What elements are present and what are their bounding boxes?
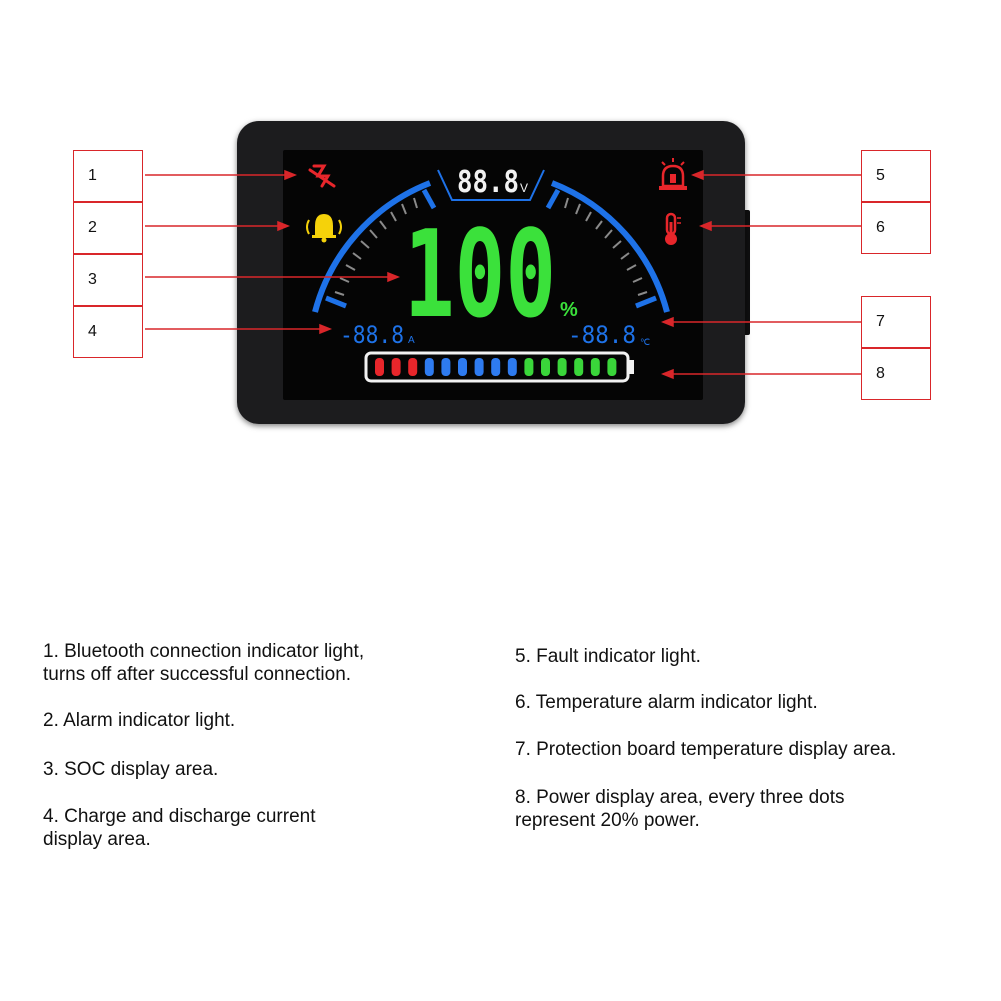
callout-2: 2 (73, 202, 143, 254)
power-segment (458, 358, 467, 376)
power-segment (474, 358, 484, 376)
callout-7: 7 (861, 296, 931, 348)
power-segment (491, 358, 501, 376)
gauge-ticks-right (564, 197, 648, 296)
power-segment (607, 358, 617, 376)
power-segment (557, 358, 567, 376)
legend-item-3: 3. SOC display area. (43, 759, 219, 780)
callout-1: 1 (73, 150, 143, 202)
power-bar-segments (375, 358, 617, 376)
callout-number: 8 (876, 365, 885, 382)
voltage-unit: V (520, 181, 528, 195)
power-segment (507, 358, 517, 376)
callout-8: 8 (861, 348, 931, 400)
gauge-ticks-left (334, 197, 418, 296)
power-segment (408, 358, 418, 376)
callout-number: 6 (876, 219, 885, 236)
legend-item-5: 5. Fault indicator light. (515, 646, 701, 667)
callout-3: 3 (73, 254, 143, 306)
callout-number: 3 (88, 271, 97, 288)
power-segment (441, 358, 451, 376)
soc-value: 100 (404, 206, 556, 345)
temperature-value: -88.8 (568, 321, 636, 349)
power-segment (391, 358, 401, 376)
current-value: -88.8 (340, 321, 404, 349)
callout-number: 7 (876, 313, 885, 330)
gauge-cap-top-right (545, 188, 561, 210)
device-side-edge-right (742, 210, 750, 335)
legend-item-1-line1: 1. Bluetooth connection indicator light, (43, 641, 365, 662)
legend-item-6: 6. Temperature alarm indicator light. (515, 692, 818, 713)
voltage-value: 88.8 (457, 165, 519, 200)
thermometer-icon (665, 212, 681, 245)
legend-item-8-line2: represent 20% power. (515, 810, 700, 831)
callout-4: 4 (73, 306, 143, 358)
legend-item-1-line2: turns off after successful connection. (43, 664, 352, 685)
power-segment (541, 358, 550, 376)
power-segment (590, 358, 600, 376)
voltage-frame (437, 169, 545, 201)
lcd-screen (283, 150, 703, 400)
soc-unit: % (560, 299, 578, 321)
power-segment (524, 358, 534, 376)
power-segment (574, 358, 584, 376)
current-unit: A (408, 335, 415, 346)
alarm-bell-icon (306, 214, 342, 243)
callout-number: 5 (876, 167, 885, 184)
legend-item-8-line1: 8. Power display area, every three dots (515, 787, 845, 808)
gauge-cap-right (635, 295, 657, 309)
legend-item-2: 2. Alarm indicator light. (43, 710, 236, 731)
callout-lines (145, 169, 862, 380)
gauge-cap-left (325, 295, 347, 309)
callout-number: 2 (88, 219, 97, 236)
callout-6: 6 (861, 202, 931, 254)
callout-number: 1 (88, 167, 97, 184)
gauge-arc-left (312, 180, 432, 313)
fault-siren-icon (659, 158, 687, 190)
bluetooth-off-icon (308, 164, 336, 188)
callout-number: 4 (88, 323, 97, 340)
power-segment (424, 358, 434, 376)
legend-item-4-line1: 4. Charge and discharge current (43, 806, 316, 827)
gauge-arc-right (550, 180, 670, 313)
power-bar-terminal (628, 360, 634, 374)
legend-item-7: 7. Protection board temperature display … (515, 739, 897, 760)
callout-5: 5 (861, 150, 931, 202)
temperature-unit: ℃ (640, 337, 650, 347)
gauge-cap-top-left (421, 188, 437, 210)
legend-item-4-line2: display area. (43, 829, 151, 850)
power-segment (375, 358, 384, 376)
